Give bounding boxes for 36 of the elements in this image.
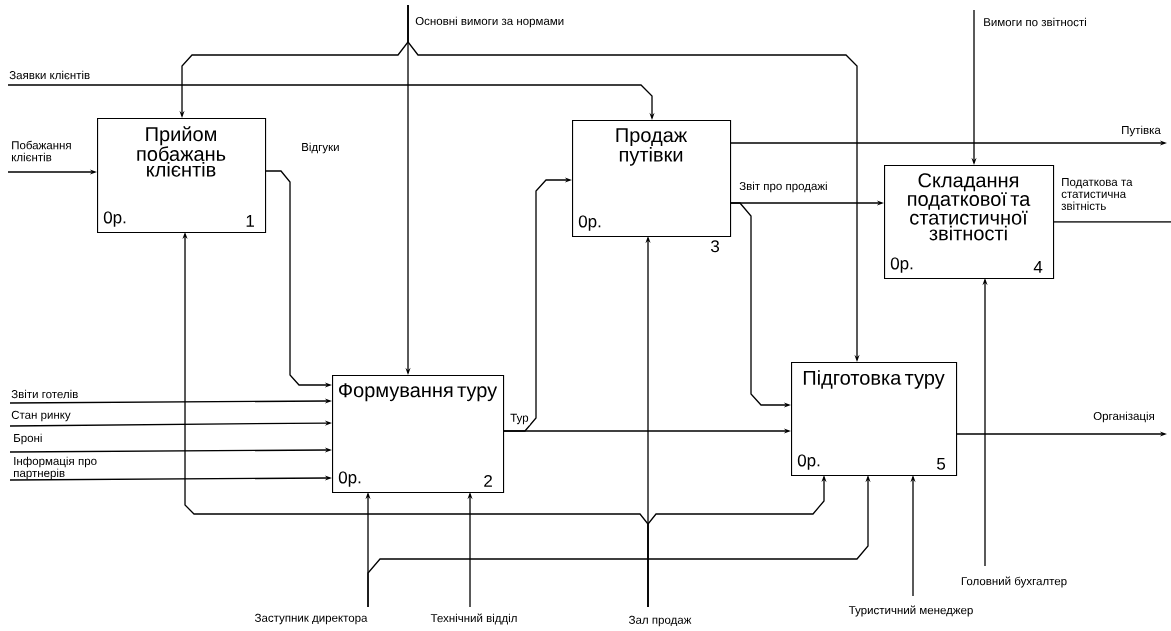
box-title: Формування туру <box>339 383 498 402</box>
arrow-label: Путівка <box>1122 125 1161 137</box>
arrow-label: Зал продаж <box>629 615 692 627</box>
box-number: 3 <box>711 240 720 253</box>
arrow-label: Вимоги по звітності <box>984 17 1086 27</box>
box-title: Підготовка туру <box>803 370 945 389</box>
cost-label: 0р. <box>797 454 820 470</box>
process-box <box>884 165 1055 280</box>
process-box <box>97 118 267 234</box>
arrow-label: Головний бухгалтер <box>961 576 1067 588</box>
arrow-label: Податкова та статистична звітність <box>1061 178 1133 210</box>
box-title: Продаж путівки <box>616 128 688 166</box>
box-title: Прийом побажань клієнтів <box>137 126 226 177</box>
cost-label: 0р. <box>890 257 913 273</box>
arrow-label: Стан ринку <box>11 410 71 422</box>
arrow-label: Заявки клієнтів <box>9 70 90 80</box>
arrow-label: Побажання клієнтів <box>12 140 71 162</box>
process-box <box>791 362 958 477</box>
box-number: 4 <box>1033 261 1043 273</box>
process-box <box>332 375 505 494</box>
arrow-label: Звіти готелів <box>11 389 78 399</box>
box-number: 2 <box>484 474 492 487</box>
cost-label: 0р. <box>338 471 361 487</box>
arrow-label: Організація <box>1093 411 1154 423</box>
arrow-label: Основні вимоги за нормами <box>415 16 564 28</box>
arrow-label: Туристичний менеджер <box>848 605 973 617</box>
arrow-label: Інформація про партнерів <box>14 456 97 480</box>
box-number: 5 <box>937 457 946 470</box>
cost-label: 0р. <box>103 211 126 227</box>
process-box <box>572 120 732 253</box>
arrow-label: Технічний відділ <box>430 613 517 625</box>
box-title: Складання податкової та статистичної звітності <box>908 173 1031 241</box>
arrow-label: Броні <box>14 433 42 445</box>
arrow-label: Заступник директора <box>254 613 368 625</box>
cost-label: 0р. <box>578 215 601 231</box>
box-number: 1 <box>246 215 254 227</box>
